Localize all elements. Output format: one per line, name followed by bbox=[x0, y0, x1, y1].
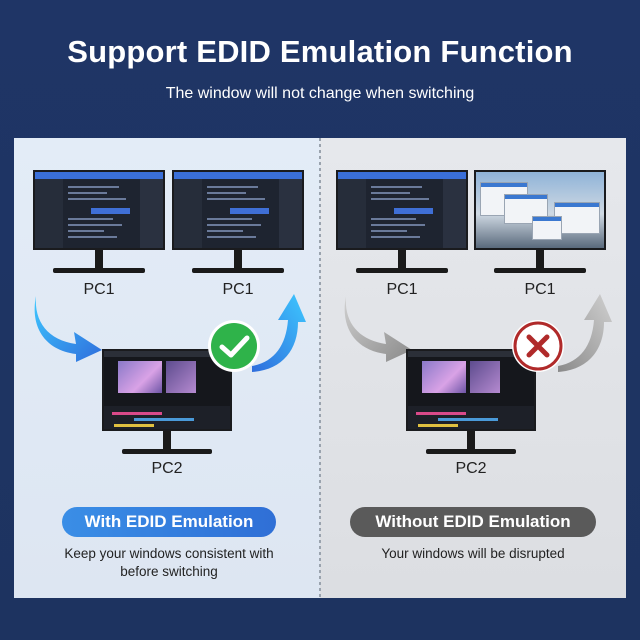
cross-icon bbox=[513, 321, 563, 371]
monitor-left-pc1-a bbox=[33, 170, 165, 275]
check-mark-badge bbox=[208, 320, 260, 372]
pc1-label: PC1 bbox=[386, 281, 418, 298]
pc2-label: PC2 bbox=[151, 460, 183, 477]
panel-divider bbox=[319, 138, 321, 598]
pc1-label: PC1 bbox=[222, 281, 254, 298]
check-icon bbox=[211, 323, 257, 369]
cross-mark-badge bbox=[512, 320, 564, 372]
desktop-screen bbox=[474, 170, 606, 250]
page-subtitle: The window will not change when switchin… bbox=[165, 85, 475, 102]
with-edid-description: Keep your windows consistent with before… bbox=[34, 545, 304, 581]
monitor-left-pc1-b bbox=[172, 170, 304, 275]
with-edid-badge: With EDID Emulation bbox=[62, 507, 276, 537]
code-editor-screen bbox=[336, 170, 468, 250]
without-edid-badge: Without EDID Emulation bbox=[350, 507, 596, 537]
switch-arrow-down-icon bbox=[34, 296, 102, 362]
pc1-label: PC1 bbox=[524, 281, 556, 298]
code-editor-screen bbox=[33, 170, 165, 250]
video-editor-screen bbox=[102, 349, 232, 431]
monitor-left-pc2 bbox=[102, 349, 232, 457]
monitor-right-pc1-b bbox=[474, 170, 606, 275]
code-editor-screen bbox=[172, 170, 304, 250]
without-edid-description: Your windows will be disrupted bbox=[320, 545, 626, 563]
description-line: Your windows will be disrupted bbox=[381, 546, 565, 561]
video-editor-screen bbox=[406, 349, 536, 431]
pc2-label: PC2 bbox=[455, 460, 487, 477]
monitor-right-pc1-a bbox=[336, 170, 468, 275]
description-line: Keep your windows consistent with bbox=[64, 546, 274, 561]
description-line: before switching bbox=[120, 564, 218, 579]
switch-arrow-up-icon bbox=[252, 294, 306, 372]
monitor-right-pc2 bbox=[406, 349, 536, 457]
pc1-label: PC1 bbox=[83, 281, 115, 298]
switch-arrow-up-icon bbox=[558, 294, 612, 372]
switch-arrow-down-icon bbox=[344, 296, 412, 362]
page-title: Support EDID Emulation Function bbox=[67, 34, 573, 69]
